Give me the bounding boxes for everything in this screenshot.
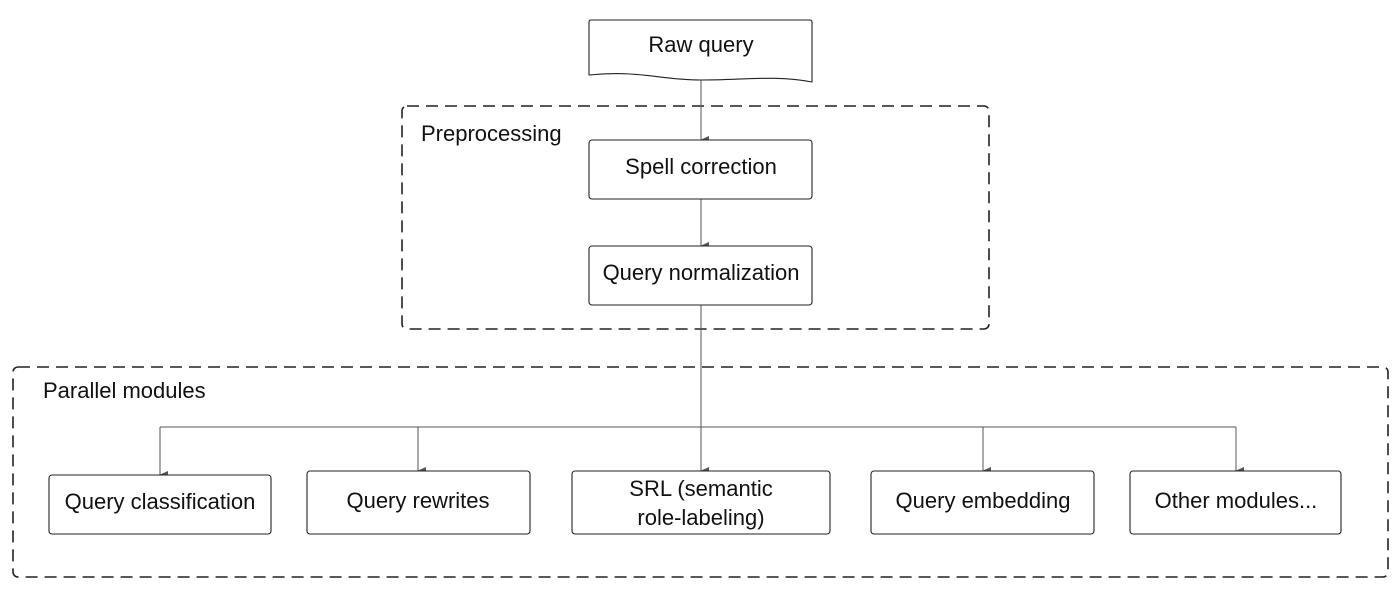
- query-embedding-node: Query embedding: [870, 470, 1095, 535]
- srl-node: SRL (semantic role-labeling): [571, 470, 831, 535]
- query-embedding-label: Query embedding: [896, 488, 1071, 513]
- parallel-modules-group-label: Parallel modules: [43, 378, 206, 403]
- raw-query-node: Raw query: [588, 19, 813, 83]
- spell-correction-label: Spell correction: [625, 154, 777, 179]
- other-modules-node: Other modules...: [1129, 470, 1342, 535]
- query-rewrites-label: Query rewrites: [346, 488, 489, 513]
- srl-label-line2: role-labeling): [637, 505, 764, 530]
- srl-label-line1: SRL (semantic: [629, 476, 772, 501]
- preprocessing-group-label: Preprocessing: [421, 121, 562, 146]
- edges: [159, 80, 1244, 479]
- query-classification-node: Query classification: [48, 474, 272, 535]
- query-normalization-node: Query normalization: [588, 245, 813, 306]
- query-classification-label: Query classification: [65, 489, 256, 514]
- spell-correction-node: Spell correction: [588, 139, 813, 200]
- query-rewrites-node: Query rewrites: [306, 470, 531, 535]
- preprocessing-group: Preprocessing: [401, 105, 990, 330]
- query-normalization-label: Query normalization: [603, 260, 800, 285]
- parallel-modules-group: Parallel modules: [12, 366, 1389, 578]
- other-modules-label: Other modules...: [1155, 488, 1318, 513]
- raw-query-label: Raw query: [648, 32, 753, 57]
